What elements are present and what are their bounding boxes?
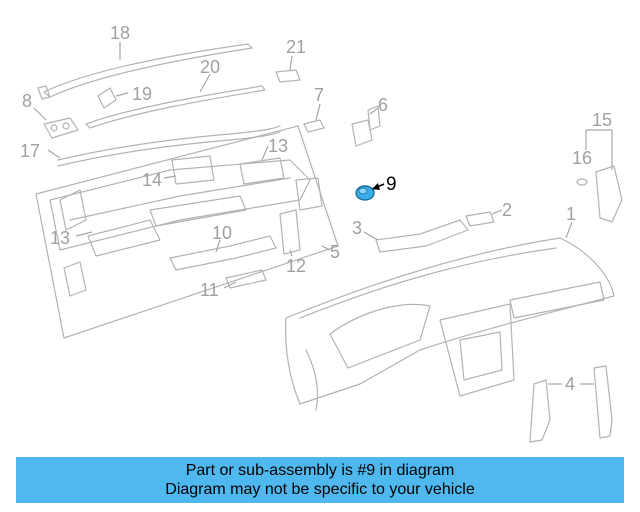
callout-5: 5 [330,242,340,262]
part-1-instrument-panel [285,221,615,411]
info-banner: Part or sub-assembly is #9 in diagram Di… [16,457,624,503]
part-4-ducts [529,365,613,443]
part-16-clip [576,178,588,186]
callout-19: 19 [132,84,152,104]
callout-16: 16 [572,148,592,168]
part-9-highlighted[interactable] [355,183,385,201]
part-20-strip [85,73,266,129]
banner-line-part-number: Part or sub-assembly is #9 in diagram [185,462,455,479]
part-6-bracket [351,105,381,147]
callout-13-left: 13 [50,228,70,248]
callout-8: 8 [22,91,32,111]
callout-3: 3 [352,218,362,238]
callout-20: 20 [200,57,220,77]
callout-15: 15 [592,110,612,130]
part-11-bracket [223,269,267,289]
callout-2: 2 [502,200,512,220]
part-13-ducts [75,145,269,237]
part-3-bracket [363,219,469,253]
part-10-bracket [169,235,277,271]
callout-4: 4 [565,374,575,394]
callout-10: 10 [212,223,232,243]
callout-6: 6 [378,95,388,115]
callout-13-top: 13 [268,136,288,156]
part-8-bracket [33,107,79,139]
exploded-parts-diagram: 18 21 20 19 8 7 6 17 15 16 13 14 9 2 1 3… [20,23,623,443]
part-5-frame [35,125,339,339]
part-18-trim-strip [37,42,253,100]
part-7-clip [303,103,325,133]
part-15-side-cover [585,129,623,223]
callout-21: 21 [286,37,306,57]
part-12-bracket [279,209,301,257]
callout-1: 1 [566,204,576,224]
callout-17: 17 [20,141,40,161]
part-14-duct [163,175,177,179]
banner-line-disclaimer: Diagram may not be specific to your vehi… [165,481,475,498]
duct-assembly [49,155,323,297]
callout-11: 11 [200,280,219,300]
part-2-bracket [465,209,503,227]
callout-14: 14 [142,170,162,190]
part-19-bracket [97,87,129,109]
callout-7: 7 [314,85,324,105]
callout-12: 12 [286,256,306,276]
part-21-clip [275,55,301,83]
callout-9[interactable]: 9 [386,174,397,195]
callout-18: 18 [110,23,130,43]
part-17-hose [47,125,281,167]
